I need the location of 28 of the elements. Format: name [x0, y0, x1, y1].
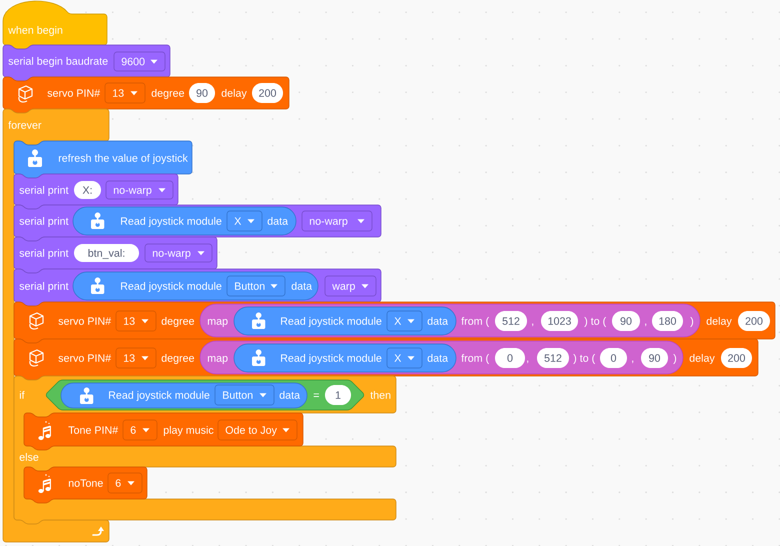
dropdown: Ode to Joy	[218, 420, 298, 440]
node-label: play music	[164, 426, 214, 436]
input-field: 200	[252, 83, 283, 103]
input-field: 90	[189, 83, 215, 103]
dropdown: no-warp	[144, 244, 212, 262]
node-label: degree	[152, 89, 184, 99]
node-label: Tone PIN#	[68, 426, 118, 434]
node-label: delay	[222, 89, 247, 99]
dropdown: Button	[226, 276, 286, 296]
dropdown: 6	[108, 472, 142, 494]
node-label: data	[292, 282, 312, 290]
node-label: servo PIN#	[48, 89, 100, 97]
node-label: data	[280, 390, 300, 399]
dropdown: no-warp	[302, 210, 372, 232]
dropdown: warp	[324, 276, 376, 296]
dropdown: no-warp	[106, 180, 174, 200]
dropdown: 6	[122, 420, 158, 440]
dropdown: Button	[214, 384, 274, 406]
node-label: Read joystick module	[109, 390, 210, 401]
hat-block: when begin	[2, 0, 108, 50]
dropdown: 9600	[114, 52, 166, 72]
dropdown: 13	[104, 82, 146, 104]
node-label: data	[268, 217, 288, 225]
dropdown: X	[226, 210, 262, 232]
input-field: X:	[74, 181, 101, 199]
input-field: 1	[325, 385, 351, 405]
node-label: Read joystick module	[121, 217, 222, 227]
node-label: Read joystick module	[121, 282, 222, 292]
